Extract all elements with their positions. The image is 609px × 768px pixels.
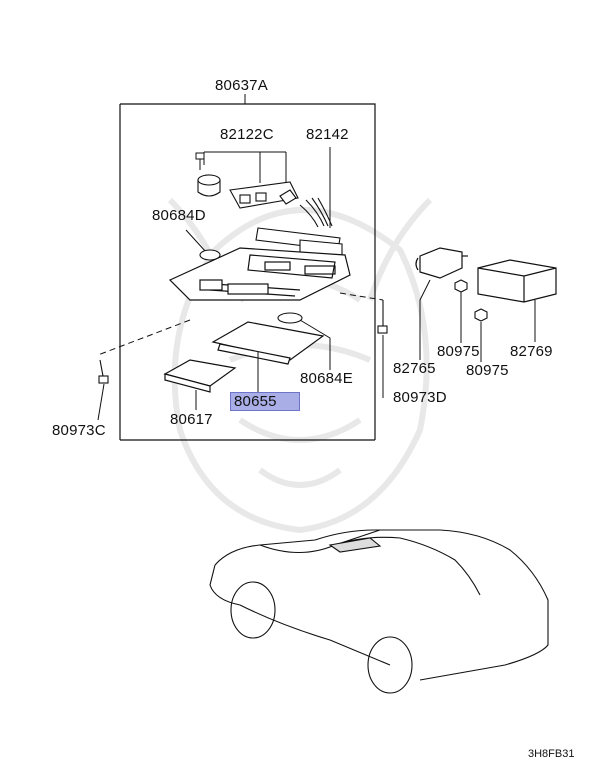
leader-80973C — [97, 383, 105, 421]
screw-80973D-part — [377, 300, 388, 334]
label-80684E: 80684E — [300, 370, 353, 387]
leader-82765 — [419, 279, 431, 360]
nut-lower-part — [474, 308, 488, 322]
label-80655-highlighted[interactable]: 80655 — [230, 392, 300, 411]
lens-80684D-part — [199, 249, 221, 261]
label-80684D: 80684D — [152, 207, 206, 224]
figure-code: 3H8FB31 — [528, 748, 575, 760]
label-82765: 82765 — [393, 360, 436, 377]
lamp-lens-part — [211, 321, 325, 365]
label-82122C: 82122C — [220, 126, 274, 143]
relay-part — [415, 247, 468, 279]
label-80973D: 80973D — [393, 389, 447, 406]
leader-80684D — [185, 229, 207, 253]
housing-part — [168, 247, 351, 301]
screw-top — [195, 152, 205, 170]
label-80617: 80617 — [170, 411, 213, 428]
label-80975-upper: 80975 — [437, 343, 480, 360]
leader-80684E — [299, 319, 331, 370]
car-outline — [209, 529, 549, 694]
control-unit-part — [477, 259, 557, 303]
cover-part — [163, 359, 237, 393]
socket-part — [197, 174, 221, 197]
label-80973C: 80973C — [52, 422, 106, 439]
label-82142: 82142 — [306, 126, 349, 143]
dashed-leaders — [97, 292, 384, 356]
nut-upper-part — [454, 279, 468, 293]
label-80975-lower: 80975 — [466, 362, 509, 379]
connector-part — [255, 197, 343, 257]
screw-80973C-part — [98, 359, 109, 384]
label-82769: 82769 — [510, 343, 553, 360]
harness-part — [229, 181, 299, 209]
assembly-bracket — [120, 103, 376, 440]
lens-80684E-part — [277, 312, 303, 324]
label-80637A: 80637A — [215, 77, 268, 94]
